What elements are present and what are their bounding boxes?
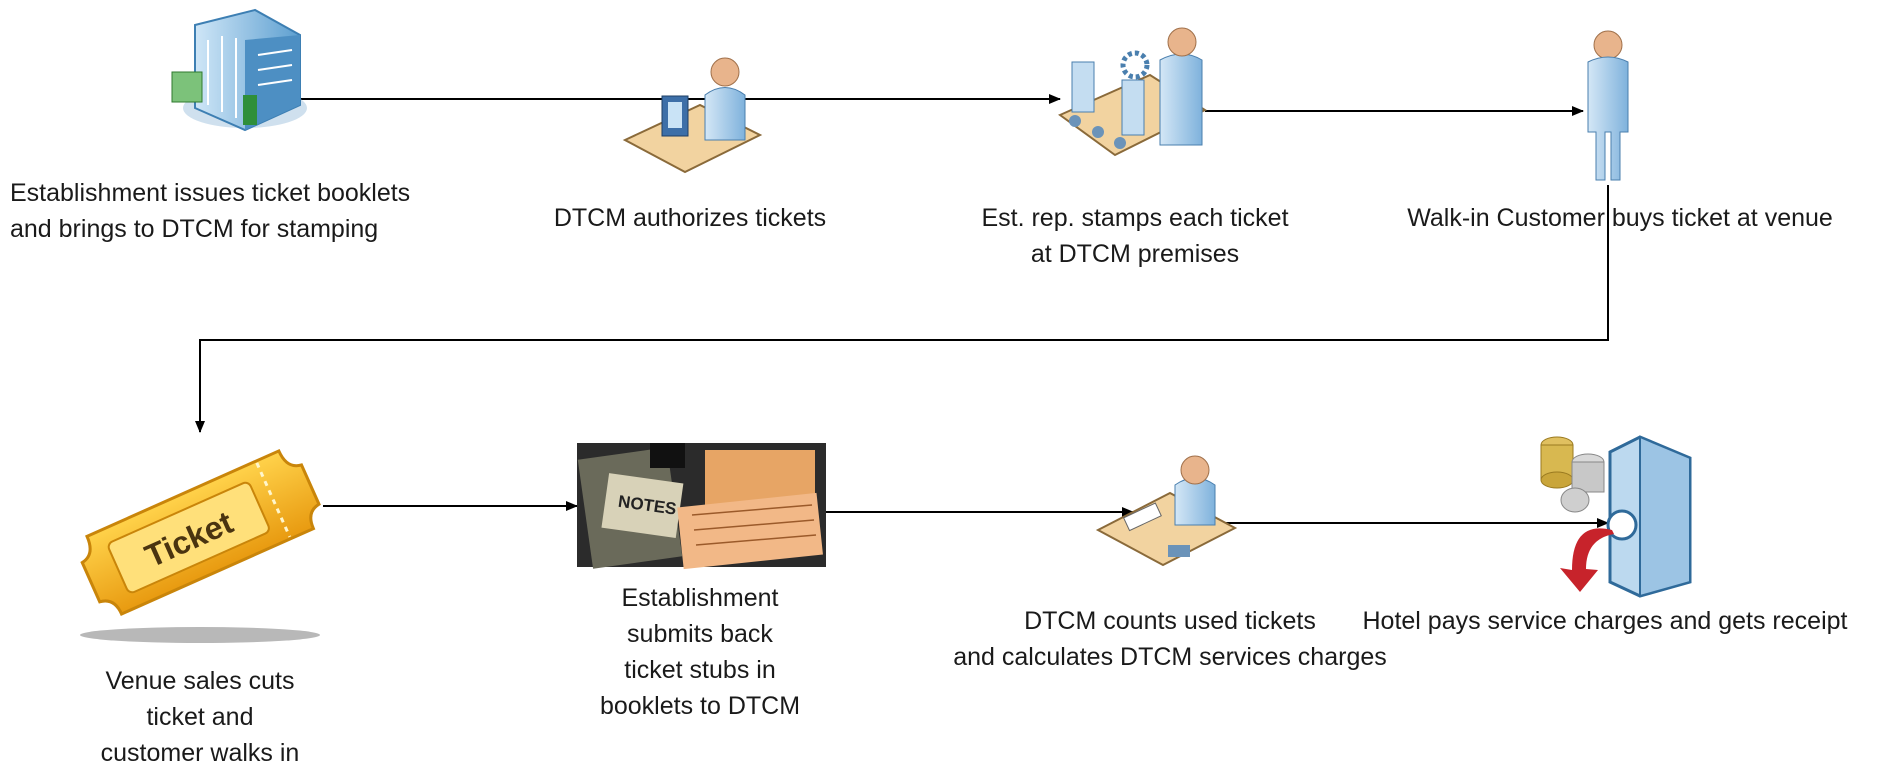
- standing-person-icon: [1587, 30, 1629, 181]
- step-label-pay: Hotel pays service charges and gets rece…: [1362, 607, 1848, 635]
- step-label-count: DTCM counts used tickets and calculates …: [953, 607, 1387, 671]
- notes-booklets-photo-icon: NOTES: [577, 443, 826, 570]
- person-at-computer-icon: [622, 57, 763, 174]
- arrow-buy-to-cut: [195, 185, 1609, 433]
- coins-and-safe-icon: [1540, 435, 1692, 598]
- step-label-stamp: Est. rep. stamps each ticket at DTCM pre…: [981, 204, 1289, 268]
- step-label-authorize: DTCM authorizes tickets: [553, 204, 827, 232]
- connectors: [195, 94, 1609, 528]
- step-label-cut: Venue sales cuts ticket and customer wal…: [100, 667, 300, 767]
- person-at-desk-icon: [1095, 455, 1238, 567]
- step-label-issue: Establishment issues ticket booklets and…: [10, 179, 411, 243]
- assembly-line-worker-icon: [1058, 27, 1208, 157]
- ticket-icon: Ticket: [80, 448, 321, 643]
- step-label-submit: Establishment submits back ticket stubs …: [599, 584, 801, 720]
- office-building-icon: [171, 8, 307, 132]
- step-label-buy: Walk-in Customer buys ticket at venue: [1407, 204, 1833, 232]
